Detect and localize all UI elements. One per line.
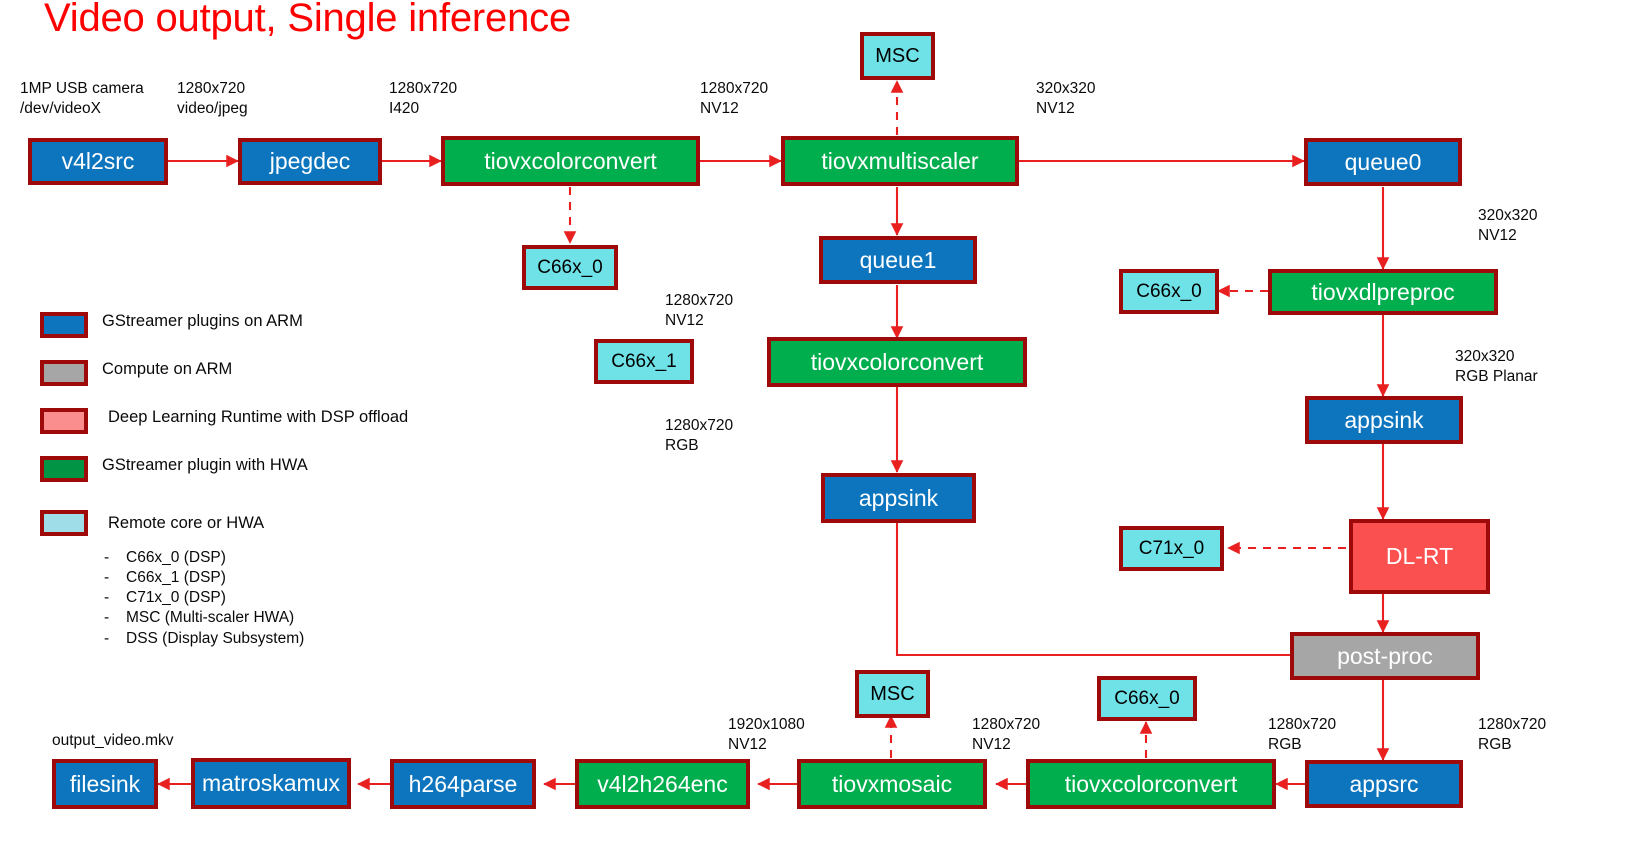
caption-1920: 1920x1080 NV12 xyxy=(728,716,805,754)
legend-swatch-green xyxy=(40,456,88,482)
legend-sublist-item: -C71x_0 (DSP) xyxy=(104,589,226,607)
node-v4l2src[interactable]: v4l2src xyxy=(28,138,168,185)
node-tiovxcolorconvert-1[interactable]: tiovxcolorconvert xyxy=(441,136,700,186)
node-c66x0-dlpreproc[interactable]: C66x_0 xyxy=(1119,269,1219,314)
node-filesink[interactable]: filesink xyxy=(52,759,158,809)
node-label: MSC xyxy=(875,44,920,67)
node-label: C66x_1 xyxy=(611,350,677,372)
caption-320-nv12-b: 320x320 NV12 xyxy=(1478,207,1538,245)
node-msc-mosaic[interactable]: MSC xyxy=(855,670,930,718)
legend-label: Compute on ARM xyxy=(102,360,233,378)
node-label: C66x_0 xyxy=(537,256,603,278)
node-label: queue0 xyxy=(1344,148,1422,175)
node-appsink-mid[interactable]: appsink xyxy=(821,473,976,523)
legend-sublist-label: C71x_0 (DSP) xyxy=(126,589,226,607)
caption-i420: 1280x720 I420 xyxy=(389,80,458,118)
node-c66x0-colorconvert[interactable]: C66x_0 xyxy=(522,245,618,290)
legend-swatch-salmon xyxy=(40,408,88,434)
node-label: queue1 xyxy=(859,246,937,273)
node-label: tiovxmultiscaler xyxy=(821,147,979,174)
legend-swatch-blue xyxy=(40,312,88,338)
node-matroskamux[interactable]: matroskamux xyxy=(191,758,351,809)
legend-swatch-cyan xyxy=(40,510,88,536)
node-label: C66x_0 xyxy=(1136,280,1202,302)
legend-sublist-item: -DSS (Display Subsystem) xyxy=(104,629,305,647)
caption-320-nv12: 320x320 NV12 xyxy=(1036,80,1096,118)
legend-sublist-label: DSS (Display Subsystem) xyxy=(126,629,305,647)
caption-320-rgbp: 320x320 RGB Planar xyxy=(1455,348,1538,386)
node-label: appsink xyxy=(858,484,939,511)
node-c66x0-colorconvert-bottom[interactable]: C66x_0 xyxy=(1097,676,1197,721)
caption-mid-rgb: 1280x720 RGB xyxy=(665,417,734,455)
node-label: tiovxcolorconvert xyxy=(1064,770,1238,797)
node-label: v4l2h264enc xyxy=(597,770,728,797)
caption-nv12-ms: 1280x720 NV12 xyxy=(700,80,769,118)
node-queue0[interactable]: queue0 xyxy=(1304,138,1462,186)
legend-sublist: -C66x_0 (DSP) -C66x_1 (DSP) -C71x_0 (DSP… xyxy=(104,548,304,649)
node-label: v4l2src xyxy=(61,148,135,175)
legend-sublist-label: C66x_0 (DSP) xyxy=(126,549,226,566)
node-v4l2h264enc[interactable]: v4l2h264enc xyxy=(575,759,750,809)
node-tiovxmosaic[interactable]: tiovxmosaic xyxy=(797,759,987,809)
legend-label: Deep Learning Runtime with DSP offload xyxy=(108,408,409,426)
legend-sublist-label: MSC (Multi-scaler HWA) xyxy=(126,609,295,627)
legend-label: GStreamer plugin with HWA xyxy=(102,456,308,474)
node-label: tiovxcolorconvert xyxy=(484,147,657,174)
node-label: DL-RT xyxy=(1385,543,1454,570)
node-h264parse[interactable]: h264parse xyxy=(390,759,536,809)
node-label: matroskamux xyxy=(201,770,341,797)
legend-sublist-label: C66x_1 (DSP) xyxy=(126,569,226,587)
legend-sublist-item: -C66x_1 (DSP) xyxy=(104,569,226,587)
caption-output-file: output_video.mkv xyxy=(52,732,174,749)
caption-videojpeg: 1280x720 video/jpeg xyxy=(177,80,248,118)
node-label: appsrc xyxy=(1349,770,1419,797)
node-label: jpegdec xyxy=(269,148,351,175)
page-title: Video output, Single inference xyxy=(44,0,571,40)
node-c66x1[interactable]: C66x_1 xyxy=(594,339,694,384)
node-tiovxcolorconvert-2[interactable]: tiovxcolorconvert xyxy=(767,337,1027,387)
legend-label: Remote core or HWA xyxy=(108,514,265,532)
node-queue1[interactable]: queue1 xyxy=(819,236,977,284)
node-label: C71x_0 xyxy=(1138,537,1205,559)
caption-bot-nv12: 1280x720 NV12 xyxy=(972,716,1041,754)
node-label: appsink xyxy=(1344,406,1424,433)
node-tiovxcolorconvert-3[interactable]: tiovxcolorconvert xyxy=(1026,759,1276,809)
node-postproc[interactable]: post-proc xyxy=(1290,632,1480,680)
legend-sublist-item: -MSC (Multi-scaler HWA) xyxy=(104,609,295,627)
caption-bot-rgb-1: 1280x720 RGB xyxy=(1268,716,1337,754)
legend-sublist-item: -C66x_0 (DSP) xyxy=(104,549,226,566)
caption-camera: 1MP USB camera /dev/videoX xyxy=(20,80,144,118)
node-appsrc[interactable]: appsrc xyxy=(1305,760,1463,808)
node-tiovxmultiscaler[interactable]: tiovxmultiscaler xyxy=(781,136,1019,186)
node-c71x0[interactable]: C71x_0 xyxy=(1119,526,1224,571)
legend-swatch-gray xyxy=(40,360,88,386)
node-label: C66x_0 xyxy=(1114,687,1180,709)
caption-mid-nv12: 1280x720 NV12 xyxy=(665,292,734,330)
legend-label: GStreamer plugins on ARM xyxy=(102,312,303,330)
node-jpegdec[interactable]: jpegdec xyxy=(238,138,382,185)
node-label: post-proc xyxy=(1337,642,1433,669)
node-appsink-right[interactable]: appsink xyxy=(1305,396,1463,444)
node-label: tiovxcolorconvert xyxy=(810,348,984,375)
node-label: h264parse xyxy=(408,770,518,797)
node-label: tiovxmosaic xyxy=(831,770,953,797)
caption-bot-rgb-2: 1280x720 RGB xyxy=(1478,716,1547,754)
node-label: MSC xyxy=(870,682,915,705)
node-label: tiovxdlpreproc xyxy=(1311,278,1455,305)
edge-appsinkmid-postproc xyxy=(895,523,1304,662)
node-label: filesink xyxy=(69,770,141,797)
node-dlrt[interactable]: DL-RT xyxy=(1349,519,1490,594)
node-msc-multiscaler[interactable]: MSC xyxy=(860,32,935,80)
node-tiovxdlpreproc[interactable]: tiovxdlpreproc xyxy=(1268,269,1498,315)
